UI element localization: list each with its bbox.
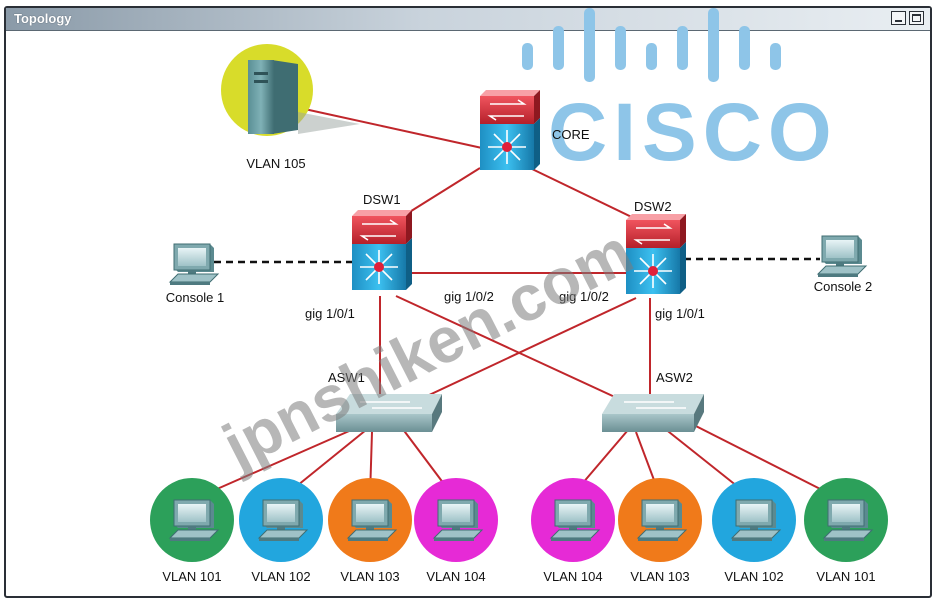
dsw1-switch-icon [352,210,412,290]
link-asw2-host4 [679,417,843,501]
host-label: VLAN 104 [426,569,485,584]
dsw2-switch-icon [626,214,686,294]
asw1-switch[interactable] [336,394,442,432]
core-switch-icon [480,90,540,170]
console1-pc-icon [168,243,220,285]
host-right-1[interactable]: VLAN 104 [531,478,615,584]
link-core-dsw2 [529,167,643,223]
host-left-4[interactable]: VLAN 104 [414,478,498,584]
host-pc [730,499,782,541]
asw2-label: ASW2 [656,370,693,385]
host-label: VLAN 102 [724,569,783,584]
host-pc [257,499,309,541]
console1-pc[interactable] [168,243,220,285]
host-label: VLAN 101 [162,569,221,584]
dsw2-switch[interactable] [626,214,686,294]
host-right-4[interactable]: VLAN 101 [804,478,888,584]
host-label: VLAN 102 [251,569,310,584]
server-icon [248,60,360,134]
asw2-switch[interactable] [602,394,704,432]
host-label: VLAN 103 [340,569,399,584]
host-left-3[interactable]: VLAN 103 [328,478,412,584]
dsw1-label: DSW1 [363,192,401,207]
pc-icon [346,499,398,541]
host-pc [168,499,220,541]
console1-label: Console 1 [166,290,225,305]
link-core-dsw1 [399,167,481,219]
pc-icon [549,499,601,541]
host-label: VLAN 104 [543,569,602,584]
asw1-switch-icon [336,394,442,432]
link-dsw2-asw1 [409,297,637,405]
console-links [214,257,820,264]
server-label: VLAN 105 [246,156,305,171]
console2-pc-icon [816,235,868,277]
host-label: VLAN 101 [816,569,875,584]
host-label: VLAN 103 [630,569,689,584]
minimize-button[interactable] [891,11,906,25]
dsw1-switch[interactable] [352,210,412,290]
pc-icon [432,499,484,541]
link-server-core [299,107,483,149]
host-pc [549,499,601,541]
host-pc [822,499,874,541]
host-right-3[interactable]: VLAN 102 [712,478,796,584]
cisco-logo: CISCO [522,8,838,178]
link-dsw1-asw2 [395,295,631,405]
pc-icon [168,499,220,541]
window-title: Topology [14,11,72,26]
watermark: jpnshiken.com [211,215,644,483]
cisco-wordmark: CISCO [548,87,838,178]
host-right-2[interactable]: VLAN 103 [618,478,702,584]
host-left-1[interactable]: VLAN 101 [150,478,234,584]
cisco-bridge-icon [522,8,781,82]
pc-icon [257,499,309,541]
core-label: CORE [552,127,590,142]
console2-label: Console 2 [814,279,873,294]
port-label-dsw1-gig101: gig 1/0/1 [305,306,355,321]
maximize-button[interactable] [909,11,924,25]
host-pc [636,499,688,541]
server-node[interactable] [221,44,360,136]
core-switch[interactable] [480,90,540,170]
port-label-dsw1-gig102: gig 1/0/2 [444,289,494,304]
asw1-label: ASW1 [328,370,365,385]
link-asw1-host1 [191,427,357,501]
window-titlebar: Topology [6,8,930,31]
hosts: VLAN 101 VLAN 102 VLAN 103 VLAN 104 VLAN 104… [150,478,888,584]
asw2-switch-icon [602,394,704,432]
port-label-dsw2-gig101: gig 1/0/1 [655,306,705,321]
host-pc [346,499,398,541]
console2-pc[interactable] [816,235,868,277]
host-left-2[interactable]: VLAN 102 [239,478,323,584]
pc-icon [730,499,782,541]
pc-icon [822,499,874,541]
port-label-dsw2-gig102: gig 1/0/2 [559,289,609,304]
pc-icon [636,499,688,541]
host-pc [432,499,484,541]
dsw2-label: DSW2 [634,199,672,214]
